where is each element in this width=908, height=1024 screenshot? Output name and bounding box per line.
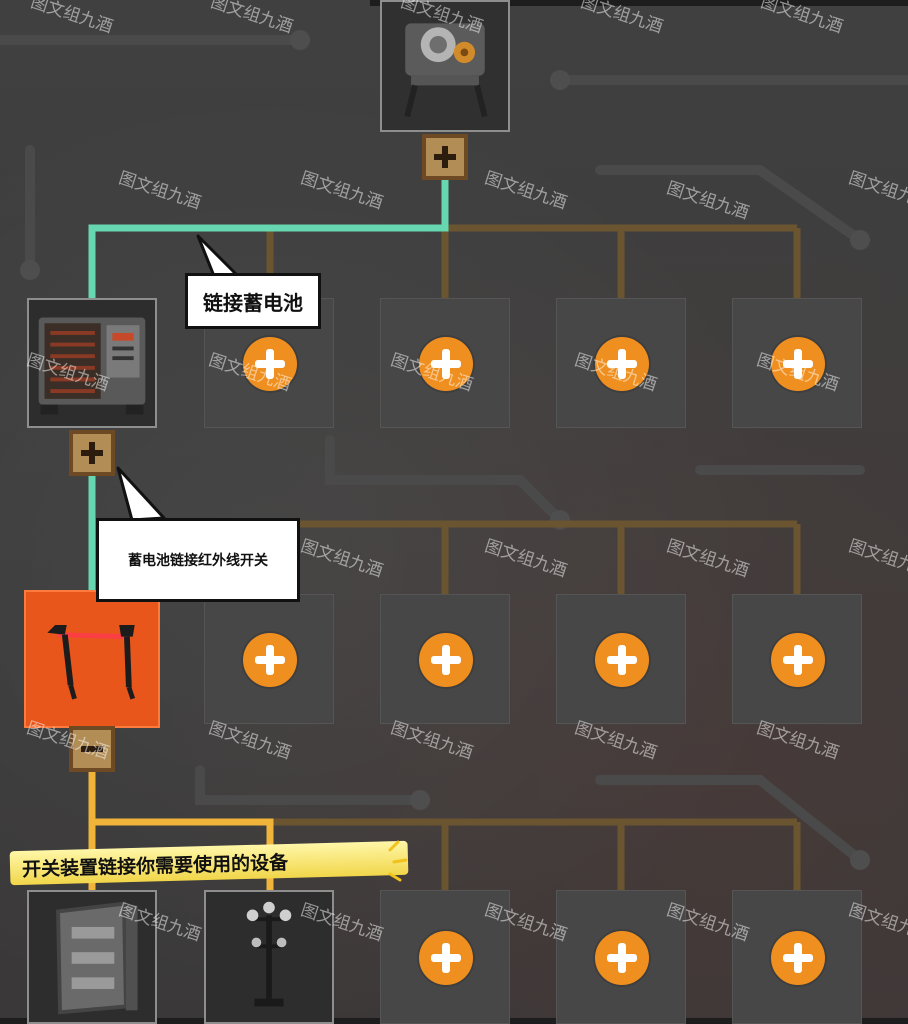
battery-slot[interactable] — [27, 298, 157, 428]
metal-door-icon — [29, 892, 155, 1022]
add-device-button[interactable] — [595, 931, 649, 985]
ir-switch-slot[interactable] — [24, 590, 160, 728]
add-device-button[interactable] — [243, 337, 297, 391]
ir-switch-collapse-toggle[interactable] — [69, 726, 115, 772]
empty-slot-r3-c4[interactable] — [556, 890, 686, 1024]
minus-icon — [81, 746, 103, 752]
empty-slot-r1-c4[interactable] — [556, 298, 686, 428]
callout-battery-ir-switch: 蓄电池链接红外线开关 — [96, 518, 300, 602]
add-device-button[interactable] — [419, 931, 473, 985]
callout-link-battery: 链接蓄电池 — [185, 273, 321, 329]
empty-slot-r2-c5[interactable] — [732, 594, 862, 724]
generator-device-icon — [382, 2, 508, 130]
add-device-button[interactable] — [771, 633, 825, 687]
top-device-slot[interactable] — [380, 0, 510, 132]
battery-device-icon — [29, 300, 155, 426]
add-device-button[interactable] — [595, 633, 649, 687]
add-device-button[interactable] — [419, 633, 473, 687]
empty-slot-r2-c3[interactable] — [380, 594, 510, 724]
empty-slot-r2-c4[interactable] — [556, 594, 686, 724]
add-device-button[interactable] — [595, 337, 649, 391]
add-device-button[interactable] — [771, 337, 825, 391]
add-device-button[interactable] — [419, 337, 473, 391]
empty-slot-r3-c3[interactable] — [380, 890, 510, 1024]
door-slot[interactable] — [27, 890, 157, 1024]
add-device-button[interactable] — [771, 931, 825, 985]
infrared-tripwire-switch-icon — [47, 625, 136, 700]
empty-slot-r1-c5[interactable] — [732, 298, 862, 428]
top-edge-bar — [370, 0, 908, 6]
battery-expand-toggle[interactable] — [69, 430, 115, 476]
lamp-post-icon — [206, 892, 332, 1022]
empty-slot-r2-c2[interactable] — [204, 594, 334, 724]
top-device-expand-toggle[interactable] — [422, 134, 468, 180]
empty-slot-r1-c3[interactable] — [380, 298, 510, 428]
active-wires-teal — [88, 178, 449, 590]
empty-slot-r3-c5[interactable] — [732, 890, 862, 1024]
add-device-button[interactable] — [243, 633, 297, 687]
lamp-slot[interactable] — [204, 890, 334, 1024]
